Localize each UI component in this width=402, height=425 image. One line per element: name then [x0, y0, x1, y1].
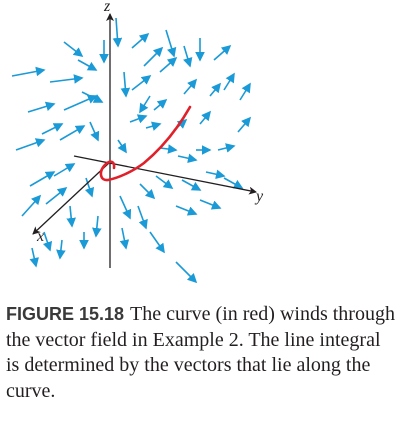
vector-arrow	[145, 121, 162, 131]
vector-arrow	[27, 101, 56, 113]
vector-arrow	[239, 82, 251, 101]
vector-arrow	[49, 74, 84, 84]
vector-arrow	[42, 231, 53, 252]
x-axis	[32, 161, 111, 235]
vector-arrow	[56, 239, 66, 260]
vector-arrow	[29, 247, 39, 268]
vector-arrow	[53, 163, 76, 177]
vector-arrow	[63, 41, 84, 57]
vector-arrow	[137, 205, 148, 230]
vector-arrow	[183, 78, 198, 95]
vector-arrow	[199, 110, 212, 125]
vector-arrow	[21, 194, 42, 217]
vector-arrow	[205, 169, 226, 179]
vector-arrow	[223, 177, 244, 189]
vector-arrow	[81, 91, 104, 103]
vector-arrow	[41, 123, 64, 135]
vector-arrow	[84, 177, 95, 198]
vector-arrow	[59, 125, 86, 141]
vector-arrow	[159, 56, 178, 73]
vector-arrow	[112, 17, 123, 48]
vector-arrow	[213, 44, 232, 61]
vector-arrow	[66, 205, 76, 228]
vector-arrow	[92, 215, 102, 238]
vector-arrow	[63, 94, 98, 111]
vector-arrow	[11, 66, 46, 77]
vector-arrow	[165, 29, 177, 58]
vector-arrow	[143, 46, 164, 67]
vector-arrow	[89, 121, 100, 142]
vector-arrow	[131, 75, 152, 91]
vector-arrow	[139, 95, 151, 114]
vector-arrow	[117, 139, 127, 154]
vector-arrow	[209, 82, 222, 97]
caption-text: The curve (in red) winds through the vec…	[6, 303, 395, 402]
vector-arrow	[77, 59, 98, 71]
vector-arrow	[131, 32, 150, 49]
vector-arrow	[120, 71, 131, 98]
vector-arrow	[175, 261, 198, 284]
vector-arrow	[119, 227, 130, 250]
vector-arrow	[119, 195, 132, 220]
vector-arrow	[181, 179, 202, 191]
y-axis-label: y	[254, 188, 264, 205]
vector-arrow	[159, 144, 178, 154]
y-axis	[73, 155, 257, 195]
vector-arrow	[15, 138, 46, 151]
vector-arrow	[139, 183, 156, 200]
vector-arrow	[45, 187, 68, 205]
vector-arrow	[217, 143, 236, 153]
z-axis-label: z	[103, 0, 111, 15]
figure-label: FIGURE 15.18	[6, 304, 125, 324]
vector-arrow	[129, 114, 148, 124]
vector-arrow	[149, 231, 165, 254]
vector-arrow	[223, 72, 235, 91]
x-axis-label: x	[36, 228, 44, 245]
vector-arrow	[183, 45, 193, 68]
vector-arrow	[29, 171, 56, 187]
vector-arrow	[155, 175, 174, 189]
vector-arrow	[177, 153, 198, 163]
vector-arrow	[199, 199, 222, 210]
curve-in-red	[99, 105, 192, 182]
vector-field-figure: z y x	[11, 0, 264, 284]
vector-field-arrows	[11, 17, 252, 284]
vector-arrow	[153, 98, 168, 111]
vector-arrow	[175, 205, 198, 216]
vector-arrow	[237, 116, 252, 133]
